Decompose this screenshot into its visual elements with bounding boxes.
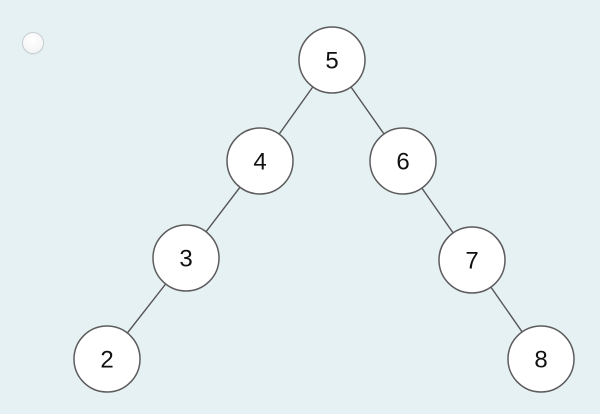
tree-node-7: 7 [438,226,506,294]
tree-node-circle [226,127,294,195]
tree-node-5: 5 [298,26,366,94]
tree-edges [106,59,542,360]
tree-node-label: 2 [100,347,113,374]
tree-node-circle [438,226,506,294]
tree-node-circle [507,325,575,393]
tree-node-3: 3 [152,224,220,292]
tree-node-circle [369,127,437,195]
tree-node-circle [152,224,220,292]
tree-node-8: 8 [507,325,575,393]
tree-nodes: 5 4 6 3 7 2 8 [73,26,575,393]
tree-node-circle [298,26,366,94]
tree-node-4: 4 [226,127,294,195]
tree-node-label: 7 [465,248,478,275]
tree-node-label: 3 [179,246,192,273]
tree-node-label: 8 [534,347,547,374]
tree-node-label: 4 [253,149,266,176]
tree-node-circle [73,325,141,393]
option-radio-button[interactable] [22,32,44,54]
tree-node-2: 2 [73,325,141,393]
tree-node-label: 6 [396,149,409,176]
tree-node-6: 6 [369,127,437,195]
tree-node-label: 5 [325,48,338,75]
